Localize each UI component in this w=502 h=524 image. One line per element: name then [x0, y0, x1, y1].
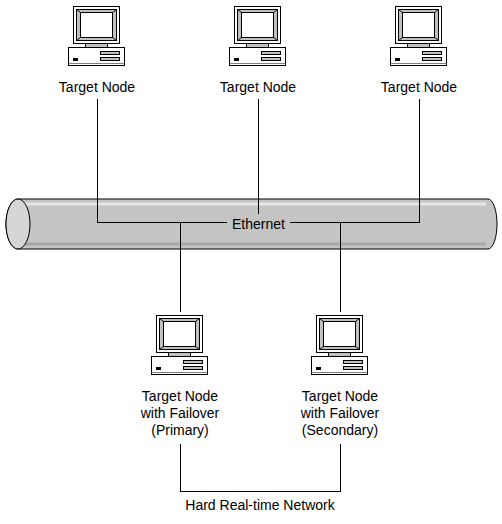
computer-icon [387, 5, 451, 67]
node-label: Target Node with Failover (Secondary) [292, 388, 388, 439]
target-node: Target Node [218, 3, 298, 99]
network-wire [340, 222, 341, 312]
network-wire [258, 99, 259, 214]
realtime-link [180, 444, 340, 491]
node-label: Target Node [220, 79, 296, 96]
edge-label-holder: Hard Real-time Network [183, 497, 336, 514]
ethernet-bus: Ethernet [5, 198, 498, 250]
computer-icon [65, 5, 129, 67]
target-node: Target Node [57, 3, 137, 99]
network-wire [180, 222, 181, 312]
computer-icon [308, 314, 372, 376]
target-node: Target Node [379, 3, 459, 99]
computer-icon [148, 314, 212, 376]
link-label: Hard Real-time Network [183, 497, 336, 513]
computer-icon [226, 5, 290, 67]
target-node: Target Node with Failover (Secondary) [290, 312, 390, 442]
target-node: Target Node with Failover (Primary) [130, 312, 230, 442]
bus-label: Ethernet [230, 216, 287, 232]
node-label: Target Node with Failover (Primary) [132, 388, 228, 439]
node-label: Target Node [59, 79, 135, 96]
node-label: Target Node [381, 79, 457, 96]
